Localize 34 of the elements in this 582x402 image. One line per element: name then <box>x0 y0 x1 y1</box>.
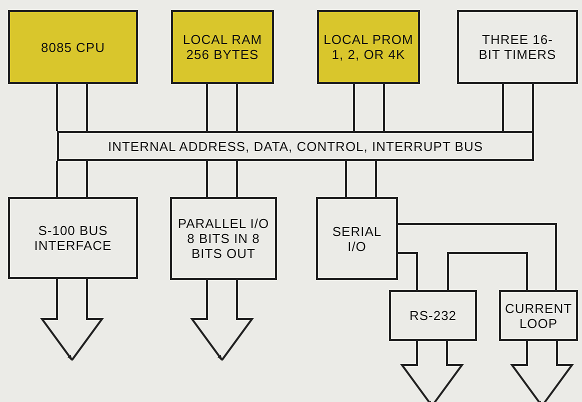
block-label: PARALLEL I/O 8 BITS IN 8 BITS OUT <box>176 216 270 261</box>
bus-connector <box>56 83 88 132</box>
bus-connector <box>206 83 238 132</box>
block-box <box>8 10 138 84</box>
block-box <box>457 10 578 84</box>
output-arrow <box>400 340 464 402</box>
block-label: LOCAL RAM 256 BYTES <box>182 32 262 62</box>
block-box <box>170 197 277 280</box>
block-label: LOCAL PROM 1, 2, OR 4K <box>324 32 414 62</box>
block-box <box>316 197 398 280</box>
bus-band <box>57 131 534 161</box>
connector-line <box>398 252 418 290</box>
connector-line <box>447 252 528 290</box>
bus-connector <box>502 83 534 132</box>
connector-line <box>398 223 557 290</box>
block-box <box>389 290 477 341</box>
bus-connector <box>353 83 385 132</box>
block-label: RS-232 <box>409 308 457 323</box>
block-label: S-100 BUS INTERFACE <box>33 223 113 253</box>
bus-connector <box>345 160 377 198</box>
block-label: SERIAL I/O <box>331 224 383 254</box>
bus-label: INTERNAL ADDRESS, DATA, CONTROL, INTERRUPT BUS <box>108 138 483 154</box>
bus-connector <box>206 160 238 198</box>
output-arrow <box>40 278 104 361</box>
block-box <box>171 10 274 84</box>
block-label: 8085 CPU <box>41 40 105 54</box>
block-label: THREE 16-BIT TIMERS <box>478 32 558 62</box>
output-arrow <box>190 279 254 361</box>
block-box <box>317 10 420 84</box>
block-box <box>8 197 138 279</box>
output-arrow <box>510 340 574 402</box>
block-label: CURRENT LOOP <box>504 300 574 330</box>
block-box <box>499 290 578 341</box>
bus-connector <box>56 160 88 198</box>
